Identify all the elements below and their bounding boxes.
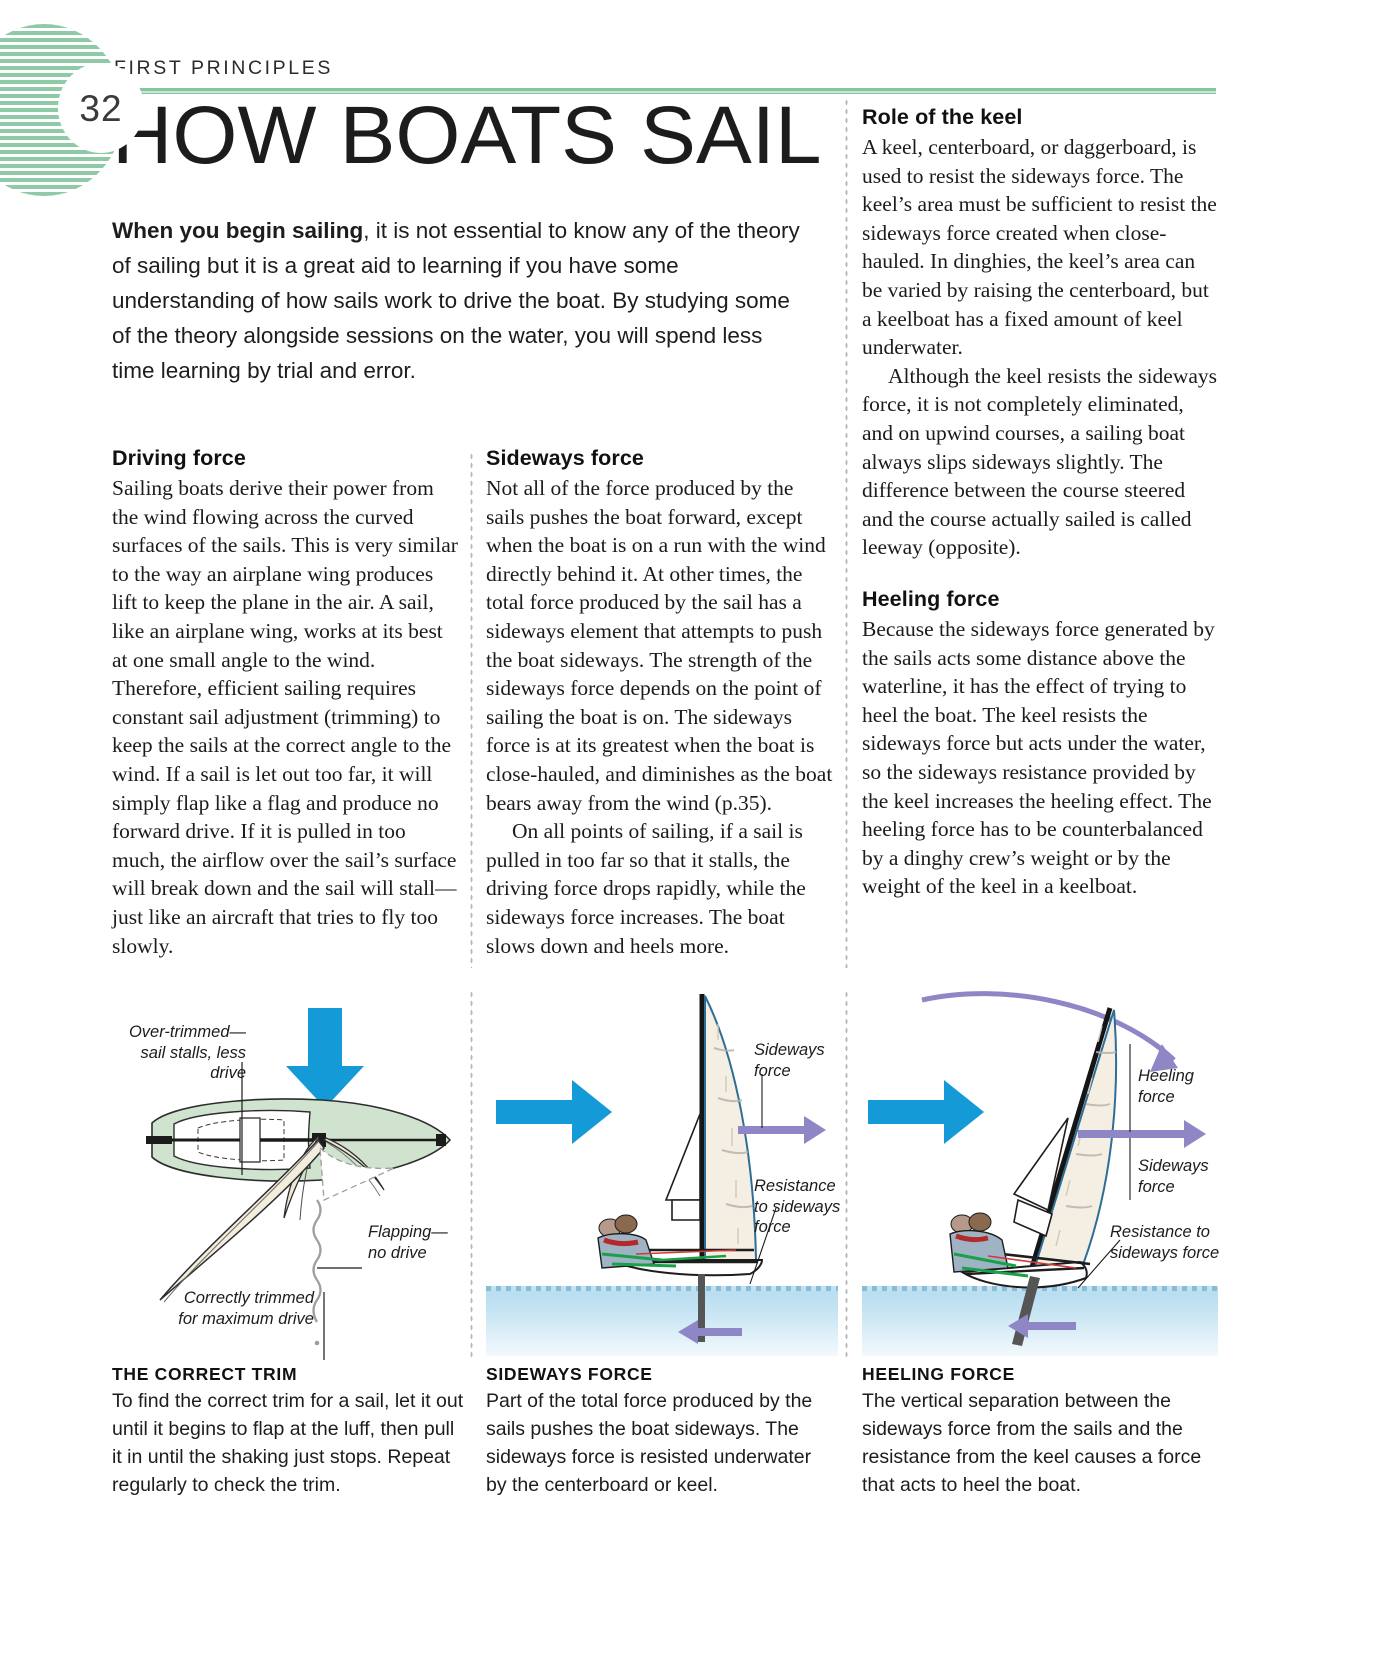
column-driving-force: Driving force Sailing boats derive their… xyxy=(112,446,462,960)
water-ripple-edge xyxy=(862,1286,1218,1291)
wind-arrow-icon xyxy=(868,1080,984,1144)
flapping-sail-shimmer xyxy=(312,1199,322,1323)
water-ripple-edge xyxy=(486,1286,838,1291)
correct-trim-illustration xyxy=(146,1008,452,1360)
page-number: 32 xyxy=(79,87,123,129)
water-surface xyxy=(486,1286,838,1356)
column-divider-3 xyxy=(470,990,473,1358)
sideways-force-illustration xyxy=(496,994,826,1344)
intro-paragraph: When you begin sailing, it is not essent… xyxy=(112,213,802,388)
caption-heeling-force: HEELING FORCE The vertical separation be… xyxy=(862,1364,1214,1499)
wind-arrow-icon xyxy=(496,1080,612,1144)
sideways-force-arrow xyxy=(738,1116,826,1144)
resistance-arrow xyxy=(678,1320,742,1344)
intro-lead: When you begin sailing xyxy=(112,218,364,243)
figure-correct-trim: Over-trimmed— sail stalls, less drive Fl… xyxy=(112,1000,462,1360)
column-divider-2 xyxy=(845,98,848,968)
paragraph-keel-2: Although the keel resists the sideways f… xyxy=(862,363,1218,560)
water-surface xyxy=(862,1286,1218,1356)
paragraph-driving-force: Sailing boats derive their power from th… xyxy=(112,476,458,958)
caption-correct-trim: THE CORRECT TRIM To find the correct tri… xyxy=(112,1364,464,1499)
running-head: FIRST PRINCIPLES xyxy=(114,57,333,79)
paragraph-sideways-force-2: On all points of sailing, if a sail is p… xyxy=(486,819,806,958)
label-resistance-to-sideways-force: Resistance to sideways force xyxy=(754,1177,841,1236)
heeling-force-illustration xyxy=(868,991,1206,1346)
label-sideways-force: Sideways force xyxy=(1138,1157,1209,1196)
header-rule-highlight xyxy=(78,91,1216,93)
column-divider-1 xyxy=(470,452,473,968)
column-divider-4 xyxy=(845,990,848,1358)
crew-figures xyxy=(597,1214,677,1269)
column-sideways-force: Sideways force Not all of the force prod… xyxy=(486,446,834,960)
heading-driving-force: Driving force xyxy=(112,446,246,470)
column-heeling-force: Heeling force Because the sideways force… xyxy=(862,587,1218,901)
caption-title-correct-trim: THE CORRECT TRIM xyxy=(112,1364,298,1384)
sideways-force-arrow xyxy=(1078,1120,1206,1148)
caption-body-heeling-force: The vertical separation between the side… xyxy=(862,1390,1202,1496)
page-title: HOW BOATS SAIL xyxy=(112,90,822,181)
leader-resistance xyxy=(749,1207,777,1285)
paragraph-sideways-force-1: Not all of the force produced by the sai… xyxy=(486,476,833,815)
figure-heeling-force: Heeling force Sideways force Resistance … xyxy=(862,988,1219,1356)
leader-resistance xyxy=(1077,1239,1121,1289)
label-resistance-to-sideways-force: Resistance to sideways force xyxy=(1110,1223,1220,1262)
paragraph-keel-1: A keel, centerboard, or daggerboard, is … xyxy=(862,135,1217,360)
heading-sideways-force: Sideways force xyxy=(486,446,644,470)
heading-heeling-force: Heeling force xyxy=(862,587,1000,611)
label-correctly-trimmed: Correctly trimmed for maximum drive xyxy=(178,1289,314,1328)
wind-arrow-icon xyxy=(286,1008,364,1108)
caption-title-heeling-force: HEELING FORCE xyxy=(862,1364,1015,1384)
paragraph-heeling-force: Because the sideways force generated by … xyxy=(862,617,1215,899)
folio-badge: 32 xyxy=(58,63,144,153)
label-flapping: Flapping— no drive xyxy=(368,1223,448,1262)
label-over-trimmed: Over-trimmed— sail stalls, less drive xyxy=(128,1023,246,1082)
caption-body-correct-trim: To find the correct trim for a sail, let… xyxy=(112,1390,464,1496)
caption-body-sideways-force: Part of the total force produced by the … xyxy=(486,1390,813,1496)
intro-rest: , it is not essential to know any of the… xyxy=(112,218,800,383)
heel-direction-arrow xyxy=(921,991,1178,1072)
caption-sideways-force: SIDEWAYS FORCE Part of the total force p… xyxy=(486,1364,828,1499)
heading-role-of-the-keel: Role of the keel xyxy=(862,105,1023,129)
figure-sideways-force: Sideways force Resistance to sideways fo… xyxy=(486,988,840,1356)
resistance-arrow xyxy=(1008,1314,1076,1338)
column-role-of-the-keel: Role of the keel A keel, centerboard, or… xyxy=(862,105,1218,562)
label-sideways-force: Sideways force xyxy=(754,1041,825,1080)
caption-title-sideways-force: SIDEWAYS FORCE xyxy=(486,1364,653,1384)
label-heeling-force: Heeling force xyxy=(1138,1067,1194,1106)
crew-figures xyxy=(949,1212,1029,1278)
